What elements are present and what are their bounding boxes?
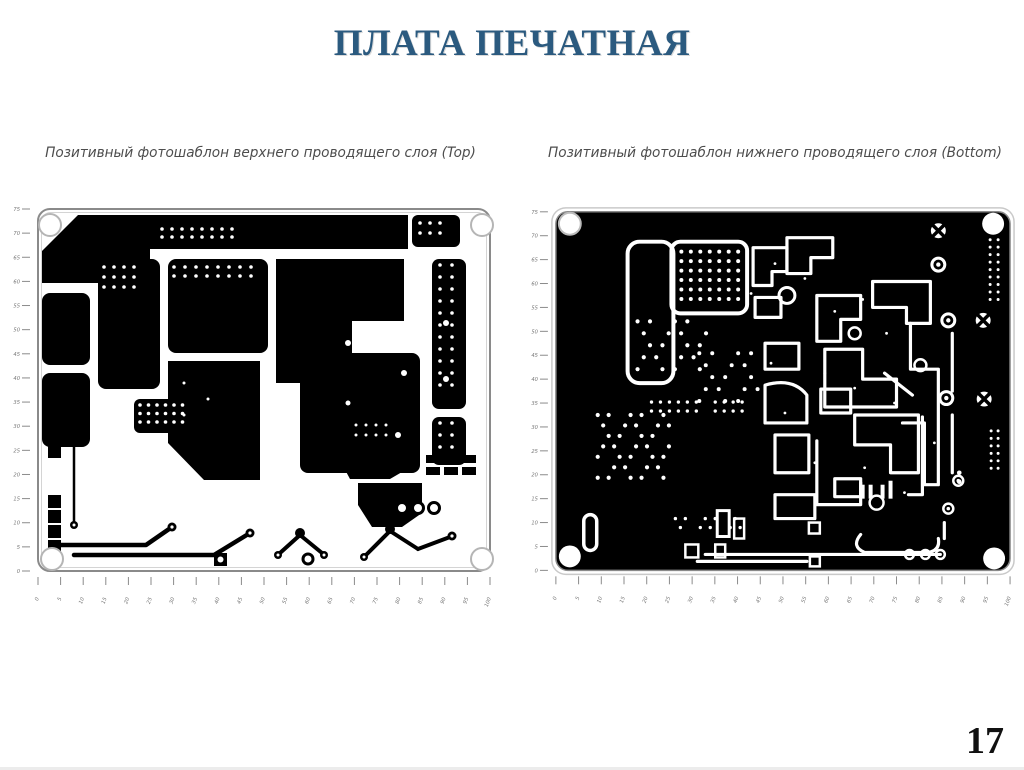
svg-text:65: 65 [531, 258, 538, 264]
svg-text:40: 40 [13, 376, 20, 382]
svg-text:75: 75 [892, 596, 900, 604]
via-dots [595, 238, 1000, 530]
svg-text:30: 30 [531, 425, 538, 431]
copper-clearances [582, 239, 822, 568]
svg-text:45: 45 [236, 596, 244, 605]
svg-text:20: 20 [123, 596, 131, 605]
svg-text:10: 10 [13, 521, 20, 527]
svg-text:10: 10 [531, 521, 538, 527]
svg-text:35: 35 [531, 401, 538, 407]
caption-top-layer: Позитивный фотошаблон верхнего проводяще… [45, 145, 476, 161]
svg-text:60: 60 [823, 595, 831, 604]
svg-text:35: 35 [191, 596, 199, 605]
svg-text:5: 5 [17, 545, 21, 551]
svg-text:10: 10 [596, 595, 604, 604]
svg-text:80: 80 [395, 596, 403, 605]
svg-text:75: 75 [372, 596, 380, 605]
svg-text:95: 95 [462, 596, 470, 605]
x-ruler: 0 5 10 15 20 25 30 35 40 45 50 55 60 65 70 75 80 85 90 95 10… [552, 576, 1013, 607]
svg-text:55: 55 [282, 596, 290, 605]
svg-text:60: 60 [304, 596, 312, 605]
bottom-traces [695, 236, 954, 563]
svg-text:25: 25 [664, 596, 672, 604]
svg-text:40: 40 [214, 596, 222, 605]
svg-text:90: 90 [960, 595, 968, 604]
svg-text:45: 45 [755, 596, 763, 604]
svg-text:35: 35 [710, 596, 718, 604]
svg-text:100: 100 [484, 596, 493, 608]
svg-text:65: 65 [846, 596, 854, 604]
x-ruler: 0 5 10 15 20 25 30 35 40 45 50 55 60 65 70 75 80 85 90 95 10… [34, 577, 493, 608]
svg-text:20: 20 [642, 595, 650, 604]
svg-text:50: 50 [13, 328, 20, 334]
svg-text:55: 55 [801, 596, 809, 604]
svg-text:0: 0 [17, 569, 21, 575]
svg-text:100: 100 [1004, 595, 1013, 607]
svg-text:30: 30 [687, 595, 695, 604]
svg-text:0: 0 [552, 595, 559, 601]
svg-text:5: 5 [535, 544, 538, 550]
svg-text:30: 30 [13, 424, 20, 430]
figure-top-layer: Позитивный фотошаблон верхнего проводяще… [8, 140, 513, 623]
svg-text:5: 5 [575, 596, 582, 601]
svg-text:70: 70 [349, 596, 357, 605]
top-layer-photomask: 0510152025303540455055606570758085909510… [13, 207, 494, 608]
svg-text:25: 25 [13, 448, 20, 454]
svg-text:15: 15 [619, 596, 627, 604]
svg-text:95: 95 [982, 596, 990, 604]
svg-text:65: 65 [13, 255, 20, 261]
svg-text:15: 15 [531, 497, 538, 503]
svg-text:50: 50 [259, 596, 267, 605]
svg-text:25: 25 [146, 596, 154, 605]
svg-text:70: 70 [13, 231, 20, 237]
svg-text:15: 15 [101, 596, 109, 605]
slide-title: ПЛАТА ПЕЧАТНАЯ [333, 23, 691, 64]
mounting-holes [38, 213, 494, 571]
svg-text:35: 35 [13, 400, 20, 406]
mounting-holes [557, 211, 1006, 570]
svg-text:20: 20 [13, 472, 20, 478]
svg-text:70: 70 [869, 595, 877, 604]
svg-text:40: 40 [531, 377, 538, 383]
thermal-relief-pads [930, 222, 993, 408]
svg-text:80: 80 [914, 595, 922, 604]
svg-text:60: 60 [531, 282, 538, 288]
svg-text:45: 45 [13, 352, 20, 358]
solder-pads [903, 222, 993, 561]
svg-text:90: 90 [440, 596, 448, 605]
svg-text:50: 50 [531, 329, 538, 335]
svg-text:0: 0 [34, 596, 41, 602]
svg-text:65: 65 [327, 596, 335, 605]
svg-text:30: 30 [169, 596, 177, 605]
svg-text:20: 20 [531, 473, 538, 479]
svg-text:55: 55 [13, 304, 20, 310]
figure-bottom-layer: Позитивный фотошаблон нижнего проводящег… [526, 140, 1024, 623]
svg-text:0: 0 [535, 568, 539, 574]
caption-bottom-layer: Позитивный фотошаблон нижнего проводящег… [547, 145, 1003, 161]
svg-text:70: 70 [531, 234, 538, 240]
via-dots [102, 221, 454, 449]
svg-text:50: 50 [778, 595, 786, 604]
svg-text:85: 85 [937, 596, 945, 604]
page-number: 17 [966, 720, 1004, 762]
svg-text:60: 60 [13, 279, 20, 285]
svg-text:40: 40 [733, 595, 741, 604]
svg-text:85: 85 [417, 596, 425, 605]
svg-text:15: 15 [13, 497, 20, 503]
svg-text:10: 10 [78, 596, 86, 605]
svg-text:75: 75 [13, 207, 20, 213]
svg-text:25: 25 [531, 449, 538, 455]
bottom-layer-photomask: 0510152025303540455055606570758085909510… [531, 207, 1015, 607]
svg-text:45: 45 [531, 353, 538, 359]
svg-text:55: 55 [531, 305, 538, 311]
svg-text:75: 75 [531, 210, 538, 216]
svg-text:5: 5 [57, 596, 64, 602]
pads-and-traces [48, 414, 457, 566]
